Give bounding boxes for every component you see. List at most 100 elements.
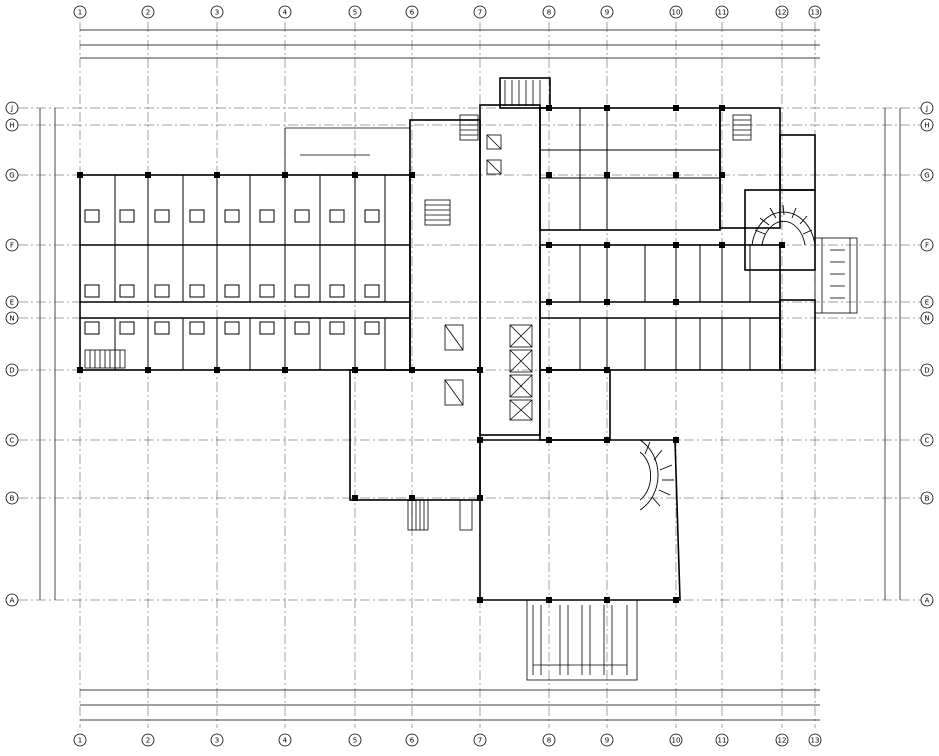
axis-bubble-col: 9 xyxy=(600,733,614,747)
axis-bubble-col: 2 xyxy=(141,733,155,747)
bathroom-fixture xyxy=(154,321,170,335)
axis-label-col: 8 xyxy=(547,9,551,17)
axis-bubble-row: E xyxy=(5,295,19,309)
column-mark xyxy=(604,172,610,178)
column-mark xyxy=(282,172,288,178)
column-mark xyxy=(409,367,415,373)
column-mark xyxy=(604,437,610,443)
bathroom-fixture xyxy=(189,321,205,335)
axis-bubble-col: 10 xyxy=(669,5,683,19)
bathroom-fixture xyxy=(224,284,240,298)
axis-bubble-col: 4 xyxy=(278,733,292,747)
axis-bubble-col: 7 xyxy=(473,733,487,747)
axis-bubble-row: B xyxy=(5,491,19,505)
column-mark xyxy=(546,105,552,111)
axis-label-col: 10 xyxy=(672,737,681,745)
axis-label-col: 1 xyxy=(78,9,82,17)
column-mark xyxy=(409,495,415,501)
axis-label-row: G xyxy=(9,172,14,180)
bathroom-fixture xyxy=(119,284,135,298)
axis-bubble-row: D xyxy=(5,363,19,377)
axis-label-col: 10 xyxy=(672,9,681,17)
bathroom-fixture xyxy=(224,209,240,223)
axis-grid-lines xyxy=(18,22,925,728)
axis-label-col: 4 xyxy=(283,737,288,745)
axis-bubble-col: 13 xyxy=(808,733,822,747)
axis-bubble-row: E xyxy=(920,295,934,309)
column-mark xyxy=(477,597,483,603)
axis-label-row: J xyxy=(10,105,13,113)
axis-bubble-row: H xyxy=(920,118,934,132)
bathroom-fixture xyxy=(364,209,380,223)
column-mark xyxy=(604,105,610,111)
axis-bubble-row: C xyxy=(5,433,19,447)
axis-bubble-row: J xyxy=(5,101,19,115)
column-mark xyxy=(719,172,725,178)
axis-label-col: 2 xyxy=(146,737,150,745)
axis-label-row: H xyxy=(9,122,14,130)
axis-bubble-col: 10 xyxy=(669,733,683,747)
axis-bubble-col: 2 xyxy=(141,5,155,19)
axis-bubble-col: 1 xyxy=(73,733,87,747)
spiral-stair-lobby xyxy=(639,439,674,511)
column-mark xyxy=(604,597,610,603)
axis-bubble-col: 12 xyxy=(775,5,789,19)
axis-bubble-row: G xyxy=(5,168,19,182)
bathroom-fixture xyxy=(294,209,310,223)
axis-bubble-row: H xyxy=(5,118,19,132)
bathroom-fixture xyxy=(189,209,205,223)
bottom-dimension-lines xyxy=(80,689,820,721)
top-dimension-lines xyxy=(80,29,820,59)
bathroom-fixture xyxy=(294,321,310,335)
axis-bubble-col: 5 xyxy=(348,5,362,19)
bathroom-fixture xyxy=(224,321,240,335)
bathroom-fixture xyxy=(329,321,345,335)
axis-label-col: 4 xyxy=(283,9,288,17)
column-mark xyxy=(352,495,358,501)
axis-label-row: J xyxy=(925,105,928,113)
axis-bubble-col: 8 xyxy=(542,5,556,19)
bathroom-fixture xyxy=(329,209,345,223)
west-entrance-steps xyxy=(407,499,473,531)
axis-label-col: 11 xyxy=(718,737,727,745)
axis-label-col: 3 xyxy=(215,737,219,745)
axis-label-row: B xyxy=(925,495,930,503)
axis-bubble-col: 6 xyxy=(405,733,419,747)
axis-bubble-row: D xyxy=(920,363,934,377)
column-mark xyxy=(604,242,610,248)
axis-label-row: D xyxy=(924,367,929,375)
axis-label-row: C xyxy=(925,437,930,445)
axis-bubble-col: 12 xyxy=(775,733,789,747)
bathroom-fixture xyxy=(119,321,135,335)
side-dimension-lines xyxy=(39,108,901,600)
bathroom-fixture xyxy=(259,209,275,223)
axis-bubble-row: B xyxy=(920,491,934,505)
axis-label-col: 7 xyxy=(478,9,482,17)
interior-details xyxy=(84,80,752,421)
axis-label-row: B xyxy=(10,495,15,503)
column-mark xyxy=(409,172,415,178)
axis-bubble-col: 11 xyxy=(715,733,729,747)
bathroom-fixture xyxy=(119,209,135,223)
axis-bubble-col: 3 xyxy=(210,5,224,19)
room-partitions xyxy=(79,108,751,370)
bathroom-fixture xyxy=(364,284,380,298)
axis-label-row: E xyxy=(925,299,929,307)
column-mark xyxy=(779,242,785,248)
column-mark xyxy=(214,172,220,178)
south-entrance-steps xyxy=(526,599,638,681)
axis-label-row: F xyxy=(10,242,14,250)
column-mark xyxy=(77,172,83,178)
axis-label-row: N xyxy=(9,315,14,323)
bathroom-fixture xyxy=(294,284,310,298)
axis-bubble-row: N xyxy=(5,311,19,325)
column-mark xyxy=(77,367,83,373)
column-mark xyxy=(546,597,552,603)
axis-label-col: 2 xyxy=(146,9,150,17)
column-mark xyxy=(546,299,552,305)
axis-label-col: 12 xyxy=(778,737,787,745)
axis-label-col: 7 xyxy=(478,737,482,745)
